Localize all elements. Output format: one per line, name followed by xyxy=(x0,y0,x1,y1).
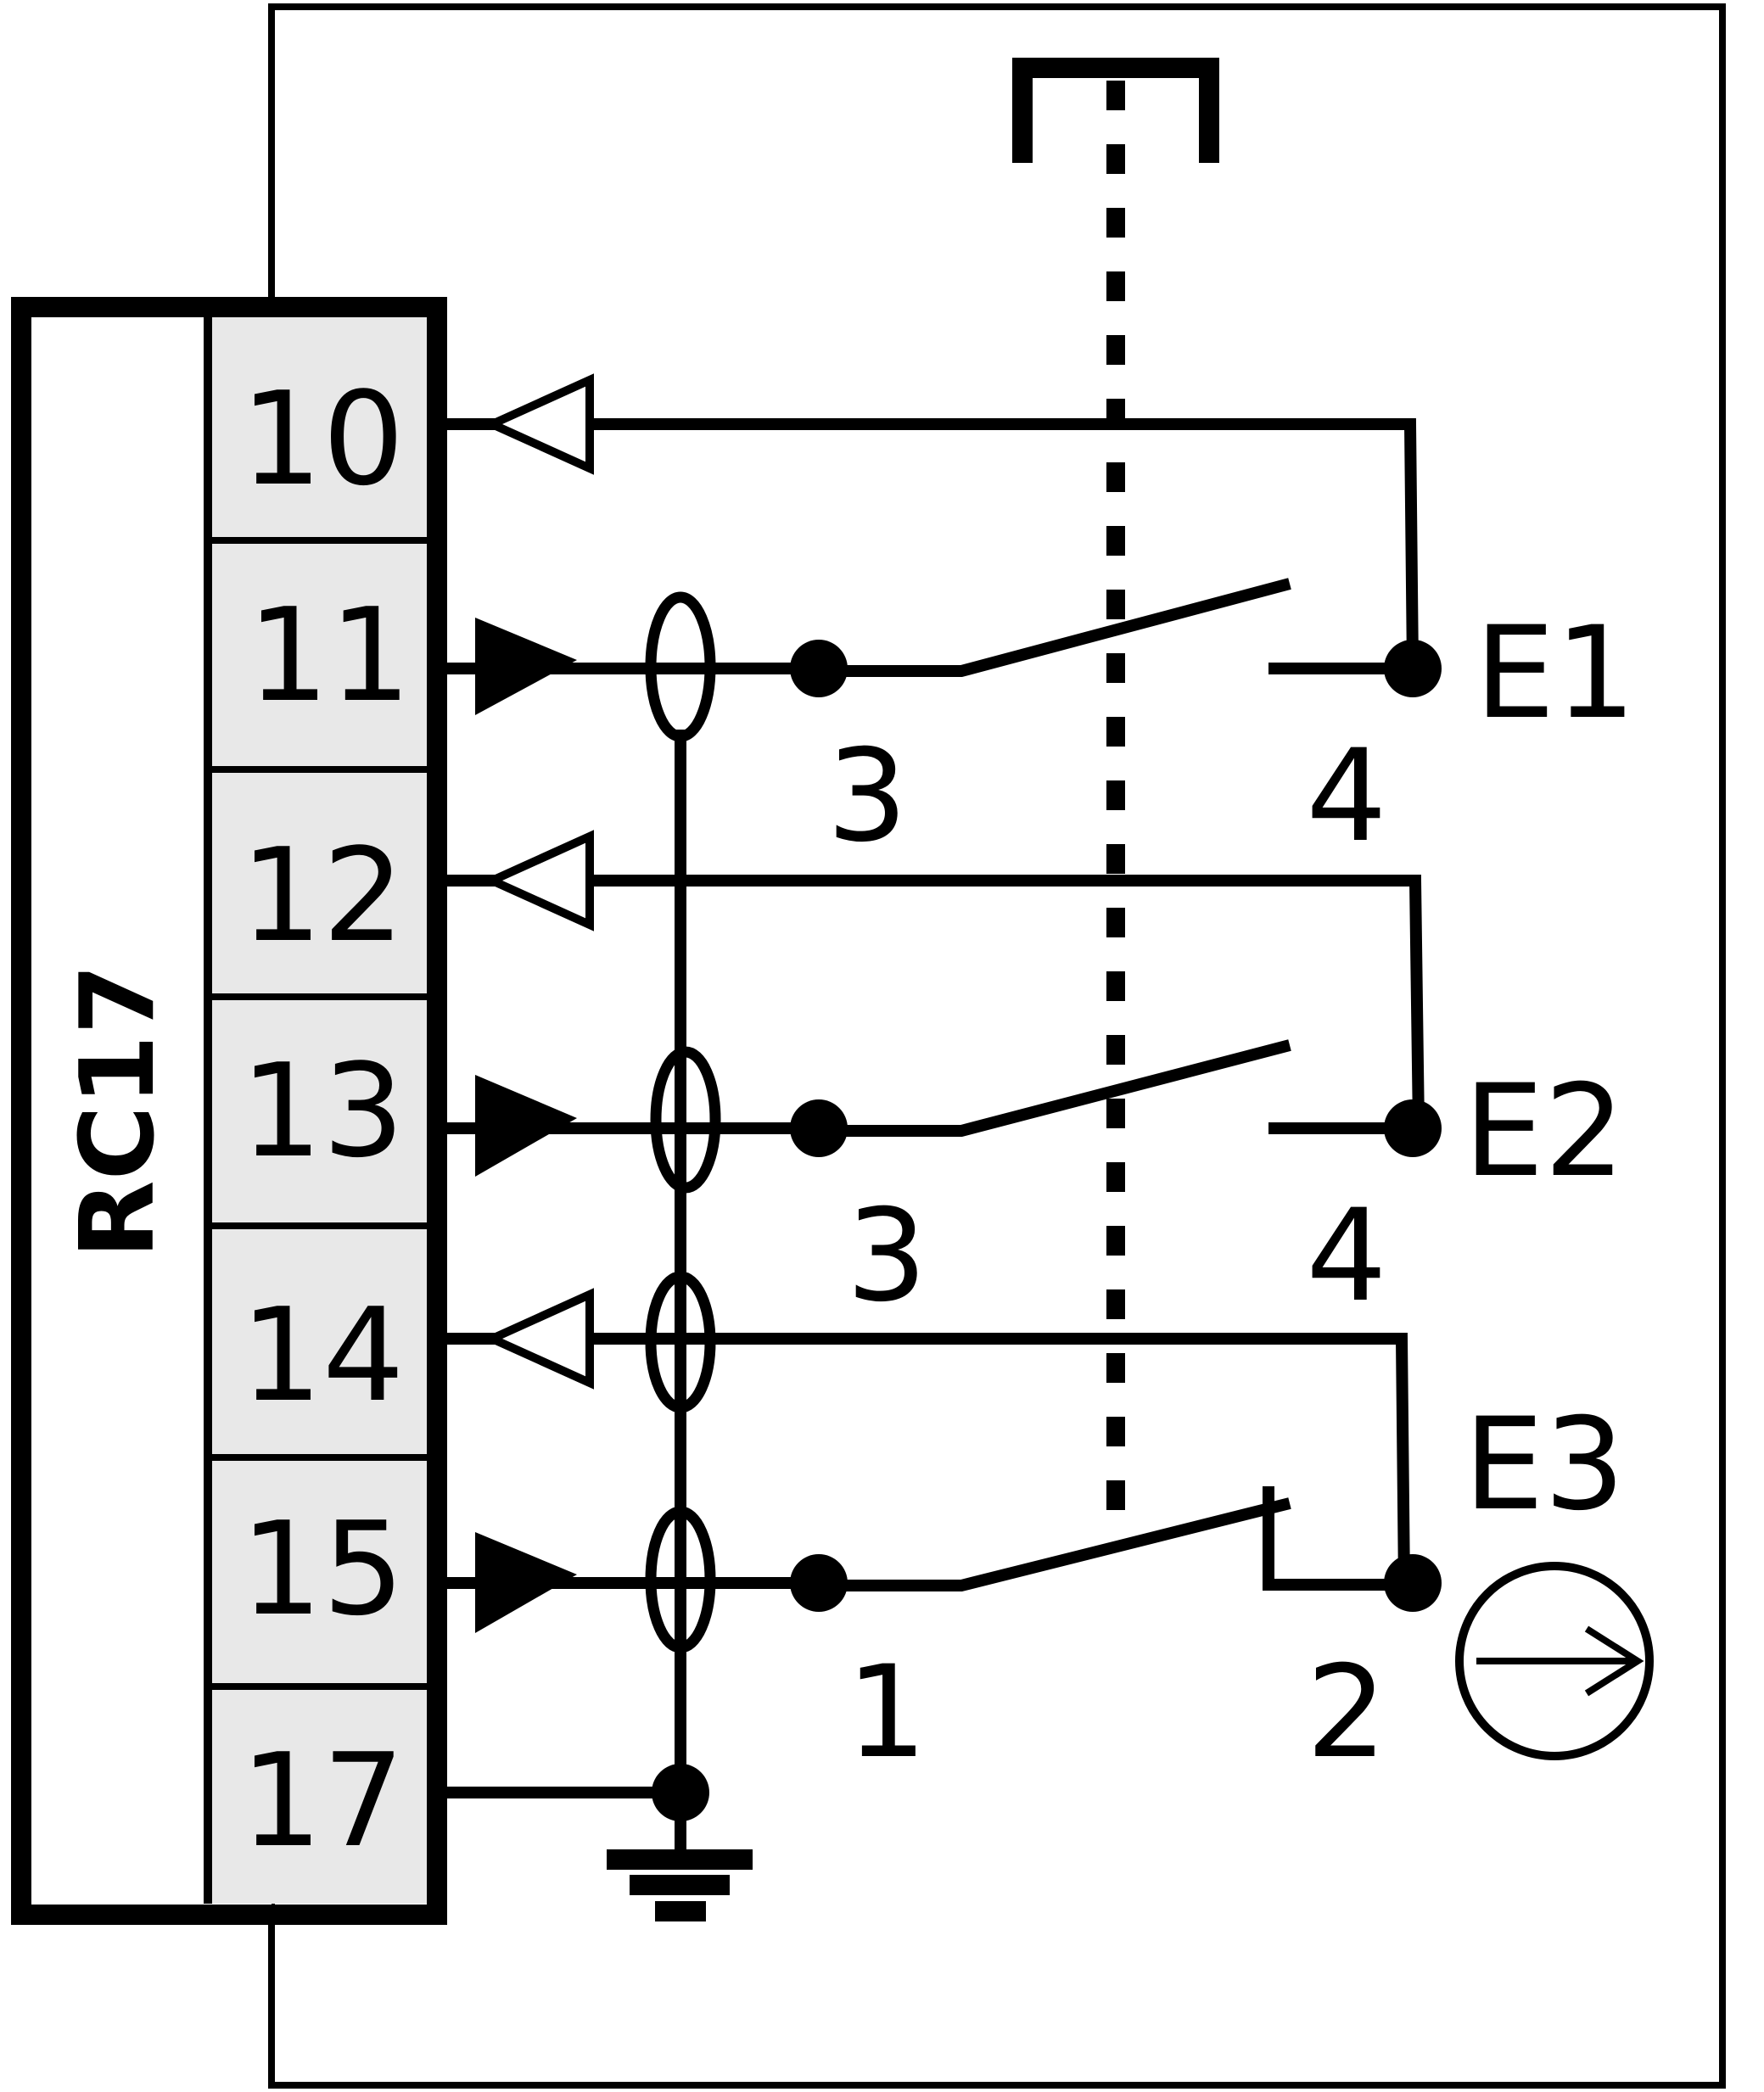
pin-dot-e3-b xyxy=(1384,1554,1442,1612)
shield-ring-14 xyxy=(645,1271,716,1413)
terminal-15: 15 xyxy=(240,1494,404,1644)
circled-arrow-icon xyxy=(1455,1562,1654,1760)
terminal-17: 17 xyxy=(240,1726,404,1876)
arrow-filled-15 xyxy=(475,1532,577,1633)
contact-e2-pin-a: 3 xyxy=(846,1183,927,1330)
arrow-open-12 xyxy=(481,830,594,931)
wire-12-return xyxy=(441,875,1425,1129)
arrow-filled-11 xyxy=(475,618,577,715)
contact-e1-name: E1 xyxy=(1475,600,1636,747)
switch-e1 xyxy=(819,578,1291,677)
contact-e2-pin-b: 4 xyxy=(1306,1183,1386,1330)
device-name: RC17 xyxy=(59,964,177,1258)
shield-ring-13 xyxy=(650,1046,721,1194)
wire-10-return xyxy=(441,418,1419,668)
contact-e3-name: E3 xyxy=(1464,1391,1625,1539)
pin-dot-e2-b xyxy=(1384,1099,1442,1157)
circuit-e1: E1 3 4 xyxy=(441,373,1636,870)
circuit-e2: E2 3 4 xyxy=(441,830,1625,1330)
terminal-12: 12 xyxy=(240,820,404,970)
connector-frame xyxy=(11,297,447,1925)
arrow-open-14 xyxy=(481,1288,594,1390)
shield-ring-11 xyxy=(645,591,716,742)
circuit-e3: E3 1 2 xyxy=(441,1271,1654,1787)
contact-e2-name: E2 xyxy=(1464,1058,1625,1205)
contact-e3-pin-a: 1 xyxy=(846,1639,927,1787)
enclosure-outline xyxy=(268,3,1726,2089)
contact-e3-fixed xyxy=(1263,1486,1413,1591)
arrow-open-10 xyxy=(481,373,594,475)
terminal-13: 13 xyxy=(240,1036,404,1186)
terminal-10: 10 xyxy=(240,364,404,514)
arrow-filled-13 xyxy=(475,1075,577,1177)
terminal-11: 11 xyxy=(247,580,411,730)
pin-dot-e1-b xyxy=(1384,640,1442,697)
actuator-bracket xyxy=(1012,58,1219,163)
contact-e1-pin-a: 3 xyxy=(826,723,907,870)
ground-circuit xyxy=(441,1764,753,1921)
shield-ring-15 xyxy=(645,1506,716,1653)
terminal-14: 14 xyxy=(240,1280,404,1430)
ground-icon xyxy=(607,1849,753,1921)
switch-e2 xyxy=(819,1039,1291,1137)
connector-block: RC17 10 11 12 13 14 15 17 xyxy=(11,297,447,1925)
contact-e3-pin-b: 2 xyxy=(1306,1639,1386,1787)
wire-14-return xyxy=(441,1333,1410,1587)
contact-e1-pin-b: 4 xyxy=(1306,723,1386,870)
switch-e3 xyxy=(819,1497,1291,1591)
